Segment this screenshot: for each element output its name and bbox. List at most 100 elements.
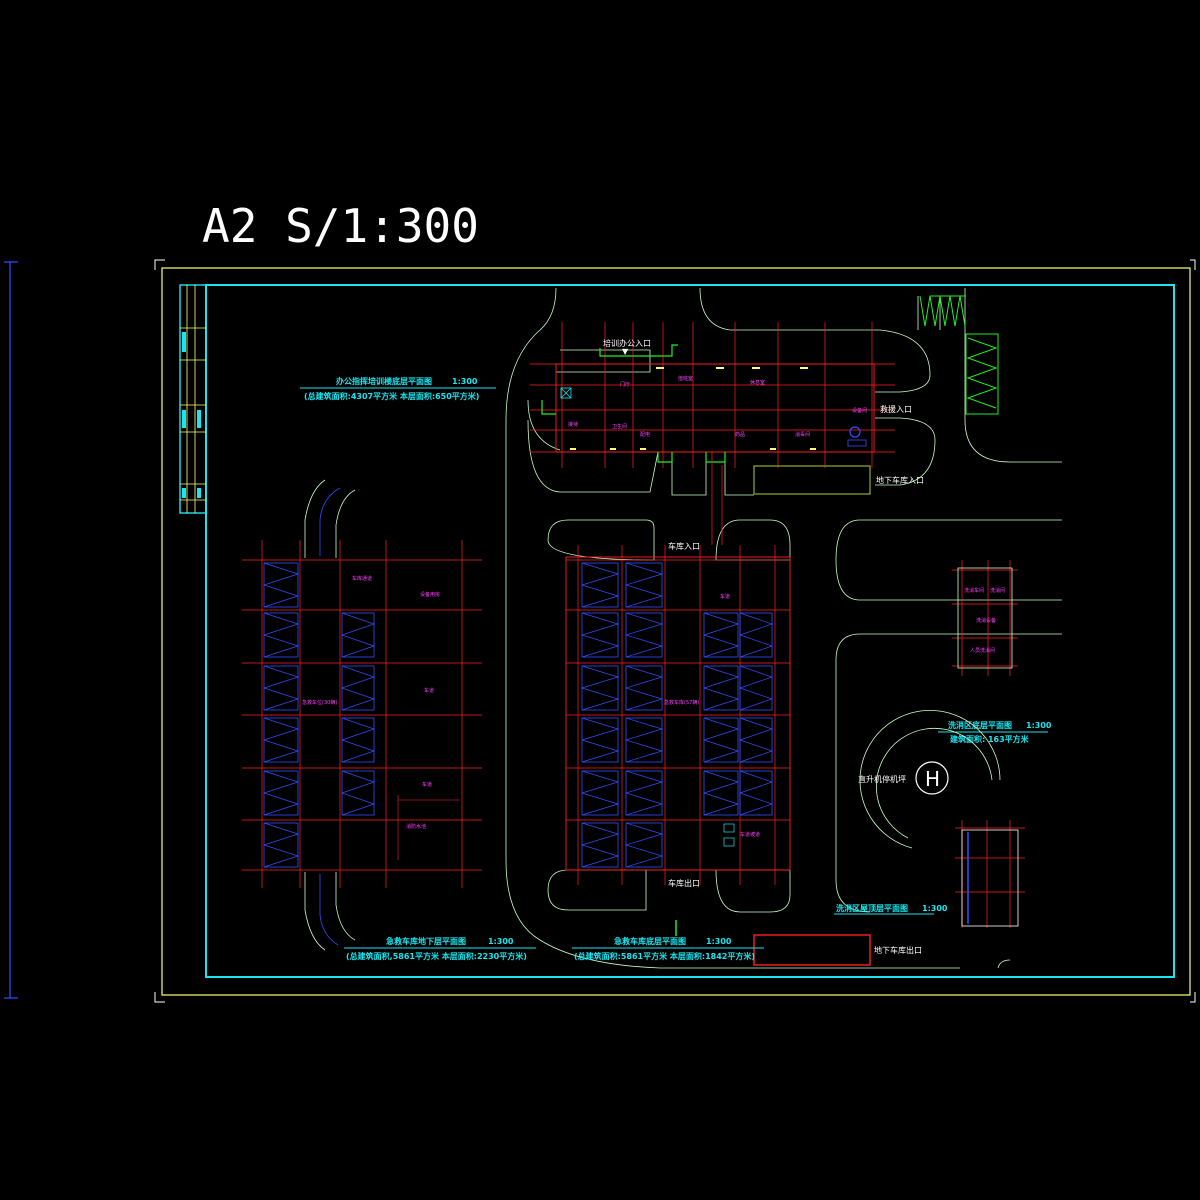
parking-stall-hatch [262,562,300,608]
outer-frame [161,267,1191,996]
parking-stall [703,612,739,658]
parking-stall-hatch [624,717,664,763]
garage-plan-area: (总建筑面积:5861平方米 本层面积:1842平方米) [574,951,755,961]
office-room-label: 门厅 [620,381,630,388]
parking-stall [263,665,299,711]
parking-stall-hatch [580,717,620,763]
office-room-label: 消毒间 [795,431,810,438]
parking-stall [703,665,739,711]
underground-plan-area: (总建筑面积,5861平方米 本层面积:2230平方米) [346,951,527,961]
parking-stall-hatch [262,665,300,711]
parking-stall [581,612,619,658]
wash-plan-scale: 1:300 [1026,721,1052,730]
parking-stall-hatch [262,770,300,816]
parking-stall [263,770,299,816]
parking-stall-hatch [738,770,774,816]
parking-stall [581,562,619,608]
parking-stall-hatch [702,770,740,816]
parking-stall [625,822,663,868]
parking-stall-hatch [340,612,376,658]
parking-stall [581,717,619,763]
parking-stall-hatch [624,562,664,608]
left-margin-line [4,261,18,999]
office-plan-area: (总建筑面积:4307平方米 本层面积:650平方米) [304,391,479,401]
garage-room-label: 车道 [720,593,730,600]
parking-stall [625,562,663,608]
parking-stall [739,612,773,658]
office-room-label: 值班室 [678,375,693,382]
down-arrow-icon: ▼ [622,347,629,356]
helipad-circle [915,761,949,795]
parking-stall-hatch [738,665,774,711]
parking-stall [739,717,773,763]
parking-stall [263,612,299,658]
parking-stall-hatch [702,717,740,763]
underground-room-label: 急救车位(30辆) [302,699,337,706]
wash-roof-plan-scale: 1:300 [922,904,948,913]
underground-room-label: 车道 [422,781,432,788]
garage-plan-scale: 1:300 [706,937,732,946]
rescue-entrance-label: 救援入口 [880,404,912,414]
garage-entrance-label: 车库入口 [668,541,700,551]
inner-frame [205,284,1175,978]
garage-plan: 车道 急救车库(57辆) 车道坡道 车库入口 车库出口 地下车库出口 急救车库底… [565,452,922,966]
parking-stall [625,717,663,763]
office-room-label: 接待 [568,421,578,428]
green-stalls-top [919,295,999,415]
parking-stall [739,770,773,816]
parking-stall [341,770,375,816]
sheet-title: A2 S/1:300 [202,199,479,253]
parking-stall-hatch [738,717,774,763]
wash-room-label: 洗消设备 [976,617,996,624]
underground-stalls [262,562,376,868]
parking-stall [263,562,299,608]
wash-room-label: 洗消间 [990,587,1005,594]
parking-stall-hatch [262,822,300,868]
parking-stall [703,770,739,816]
parking-stall-hatch [580,665,620,711]
parking-stall [581,665,619,711]
office-plan: 门厅 值班室 休息室 接待 卫生间 配电 药品 消毒间 设备间 培训办公入口 ▼… [300,322,924,495]
parking-stall [625,665,663,711]
underground-room-label: 车道 [424,687,434,694]
wash-plan-title: 洗消区底层平面图 [948,720,1012,730]
parking-stall-hatch [702,665,740,711]
wash-plan: 洗消车间 洗消间 洗消设备 人员洗消间 洗消区底层平面图 1:300 建筑面积:… [834,560,1052,928]
underground-room-label: 设备用房 [420,591,440,598]
parking-stall-hatch [580,562,620,608]
parking-stall-hatch [580,770,620,816]
office-room-label: 配电 [640,431,650,438]
parking-stall-hatch [262,717,300,763]
corner-marks [154,259,1196,1003]
garage-stalls [580,562,774,868]
parking-stall [739,665,773,711]
underground-exit-label: 地下车库出口 [874,945,922,955]
parking-stall [341,717,375,763]
helipad-h-icon: H [925,767,940,791]
underground-plan-scale: 1:300 [488,937,514,946]
parking-stall-hatch [624,665,664,711]
garage-plan-title: 急救车库底层平面图 [614,936,686,946]
parking-stall [341,612,375,658]
wash-room-label: 洗消车间 [964,587,984,594]
title-block [179,284,207,514]
parking-stall-hatch [580,822,620,868]
garage-room-label: 急救车库(57辆) [664,699,699,706]
underground-room-label: 车库通道 [352,575,372,582]
parking-stall [263,717,299,763]
underground-entrance-label: 地下车库入口 [876,475,924,485]
parking-stall [341,665,375,711]
underground-plan-title: 急救车库地下层平面图 [386,936,466,946]
garage-exit-label: 车库出口 [668,878,700,888]
parking-stall-hatch [624,612,664,658]
parking-stall-hatch [262,612,300,658]
wash-roof-plan-title: 洗消区屋顶层平面图 [836,903,908,913]
office-room-label: 卫生间 [612,423,627,430]
site-roads [505,287,1062,969]
helipad-label: 直升机停机坪 [858,774,906,784]
parking-stall-hatch [340,717,376,763]
underground-plan: 车库通道 急救车位(30辆) 设备用房 车道 车道 消防水池 急救车库地下层平面… [242,479,536,961]
parking-stall [581,822,619,868]
parking-stall [625,770,663,816]
